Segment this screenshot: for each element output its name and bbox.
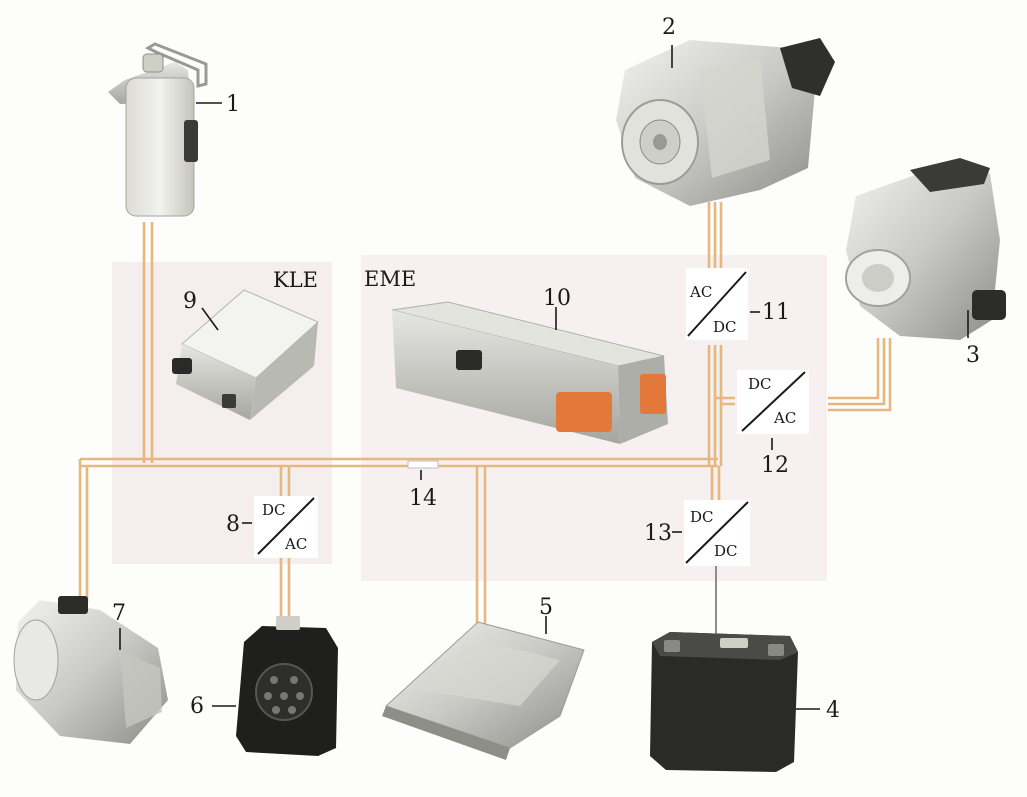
callout-2: 2 (662, 15, 676, 40)
converter-12-top: DC (748, 375, 772, 393)
converter-11-bottom: DC (713, 318, 737, 336)
converter-8-bottom: AC (284, 535, 307, 553)
ac-compressor-illustration (845, 158, 1006, 340)
callout-1: 1 (226, 92, 240, 117)
converter-13-top: DC (690, 508, 714, 526)
callout-3: 3 (966, 343, 980, 368)
callout-9: 9 (183, 289, 197, 314)
kle-label: KLE (273, 268, 318, 292)
kle-unit-illustration (172, 289, 319, 420)
electric-motor-illustration (616, 38, 835, 206)
converter-12: DC AC (737, 370, 809, 434)
charging-socket-illustration (236, 616, 338, 756)
hv-battery-illustration (382, 621, 585, 760)
12v-battery-illustration (650, 632, 798, 772)
callout-6: 6 (190, 694, 204, 719)
callout-7: 7 (112, 601, 126, 626)
callout-13: 13 (644, 521, 672, 546)
generator-illustration (13, 596, 168, 744)
converter-13-bottom: DC (714, 542, 738, 560)
converter-13: DC DC (684, 500, 750, 566)
converter-11: AC DC (686, 268, 748, 340)
junction-14 (407, 460, 439, 469)
converter-12-bottom: AC (773, 409, 796, 427)
converter-8-top: DC (262, 501, 286, 519)
eme-label: EME (364, 267, 416, 291)
converter-8: DC AC (254, 496, 318, 558)
callout-11: 11 (762, 300, 790, 325)
coolant-tank-illustration (108, 42, 208, 217)
callout-14: 14 (409, 486, 437, 511)
callout-12: 12 (761, 453, 789, 478)
callout-10: 10 (543, 286, 571, 311)
callout-4: 4 (826, 698, 840, 723)
eme-unit-illustration (391, 301, 668, 444)
callout-5: 5 (539, 595, 553, 620)
callout-8: 8 (226, 512, 240, 537)
leader-lines (119, 45, 969, 710)
converter-11-top: AC (689, 283, 712, 301)
